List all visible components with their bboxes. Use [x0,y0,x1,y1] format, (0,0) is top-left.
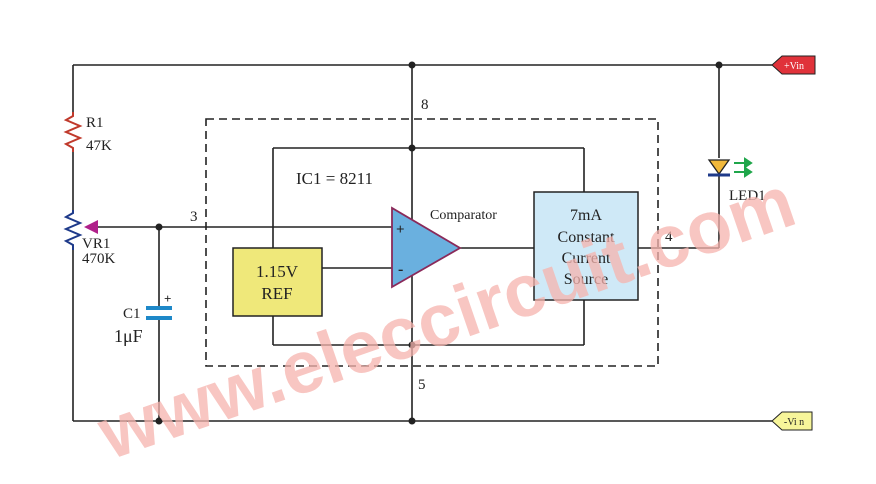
junction-dot [715,61,723,69]
vr1-value: 470K [82,251,116,267]
comparator-symbol [391,206,462,289]
r1-name: R1 [86,115,104,131]
r1-value: 47K [86,138,112,154]
ref-block [232,247,323,317]
junction-dot [408,61,416,69]
vr1-name: VR1 [82,236,110,252]
ic-name-label: IC1 = 8211 [296,169,373,188]
source-current-word-label: Current [562,250,611,267]
vin-minus-tag [771,411,813,431]
led-light-arrows [734,157,753,178]
source-current-label: 7mA [570,207,602,224]
pin-4-label: 4 [665,229,673,245]
vin-plus-tag [771,55,816,75]
vin-plus-label: +Vin [784,61,804,72]
vin-minus-label: -Vi n [784,417,804,428]
source-constant-label: Constant [558,229,615,246]
vr1-wiper-arrow [84,220,98,234]
junction-dot [155,223,163,231]
c1-plate-bottom [146,316,172,320]
wires [72,64,772,422]
junction-dot [408,144,416,152]
c1-name: C1 [123,306,141,322]
pin-8-label: 8 [421,97,429,113]
source-source-label: Source [564,271,608,288]
c1-plus-sign: + [164,291,171,306]
junctions [155,61,723,425]
ref-label: REF [261,284,292,303]
ref-voltage-label: 1.15V [256,262,299,281]
c1-value: 1μF [114,326,143,346]
junction-dot [155,417,163,425]
current-source-block [533,191,639,301]
ic-boundary [205,118,659,367]
led-name: LED1 [729,188,766,204]
comparator-plus-sign: + [396,222,405,238]
junction-dot [408,341,416,349]
watermark-text: www.eleccircuit.com [87,159,805,475]
comparator-label: Comparator [430,208,497,223]
pin-3-label: 3 [190,209,198,225]
comparator-minus-sign: - [398,261,403,278]
r1-resistor-symbol [63,112,83,152]
vr1-potentiometer-symbol [63,210,83,250]
c1-plate-top [146,306,172,310]
junction-dot [408,417,416,425]
led-symbol [707,159,731,176]
pin-5-label: 5 [418,377,426,393]
